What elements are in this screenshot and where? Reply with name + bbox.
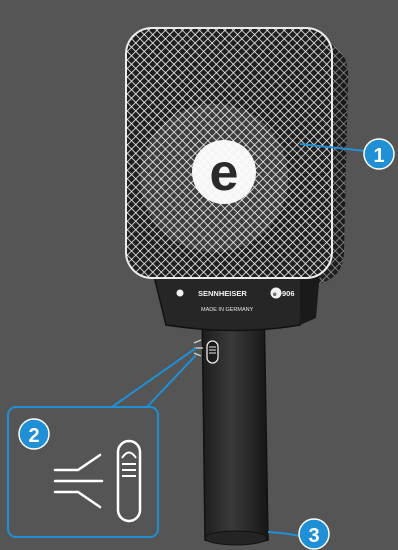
microphone-head: e SENNHEISER e 906 MADE IN GERMANY (126, 28, 348, 331)
pad-switch[interactable] (207, 341, 218, 363)
brand-name: SENNHEISER (198, 289, 247, 298)
brand-logo-icon (177, 290, 184, 297)
callout-1-number: 1 (373, 145, 384, 167)
logo-letter: e (210, 144, 239, 202)
callout-2-number: 2 (28, 425, 39, 447)
svg-text:e: e (273, 291, 277, 298)
made-in-label: MADE IN GERMANY (201, 307, 254, 313)
microphone-handle (194, 300, 268, 545)
callout-3-number: 3 (308, 525, 319, 547)
model-number: 906 (282, 289, 295, 298)
